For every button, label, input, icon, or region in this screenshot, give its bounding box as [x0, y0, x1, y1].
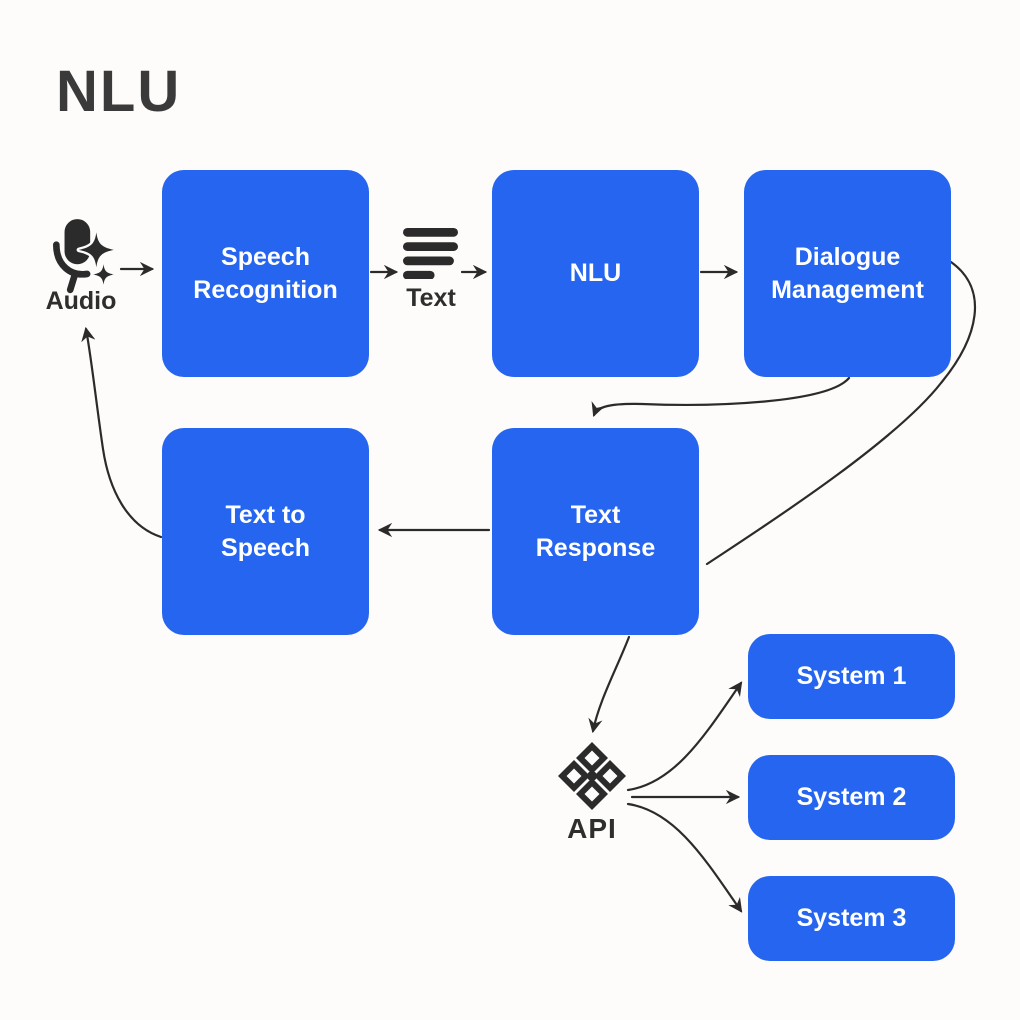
edge-text-response-to-api [588, 635, 631, 734]
edge-dialogue-management-to-text-response [591, 376, 851, 418]
node-system-2: System 2 [748, 755, 955, 840]
node-speech-recognition: Speech Recognition [162, 170, 369, 377]
edge-text-to-speech-to-audio [81, 326, 163, 539]
text-label: Text [406, 284, 456, 312]
node-label: Dialogue Management [771, 242, 924, 304]
edge-dialogue-management-right-loop [705, 260, 977, 566]
node-label: Text to Speech [221, 500, 310, 562]
node-label: System 3 [796, 904, 907, 932]
audio-label: Audio [45, 287, 117, 315]
node-system-1: System 1 [748, 634, 955, 719]
node-text-response: Text Response [492, 428, 699, 635]
edge-api-to-system3 [626, 802, 743, 913]
node-label: System 1 [796, 662, 907, 690]
text-lines-icon [403, 228, 458, 279]
node-label: NLU [569, 259, 622, 287]
edge-api-to-system1 [626, 681, 743, 792]
node-label: Text Response [535, 500, 656, 562]
node-nlu: NLU [492, 170, 699, 377]
api-hub-icon [558, 742, 626, 810]
microphone-sparkle-icon [53, 219, 117, 294]
node-label: System 2 [796, 783, 907, 811]
node-text-to-speech: Text to Speech [162, 428, 369, 635]
node-system-3: System 3 [748, 876, 955, 961]
page-title: NLU [56, 59, 182, 124]
node-dialogue-management: Dialogue Management [744, 170, 951, 377]
api-label: API [567, 813, 617, 844]
node-label: Speech Recognition [193, 242, 338, 304]
